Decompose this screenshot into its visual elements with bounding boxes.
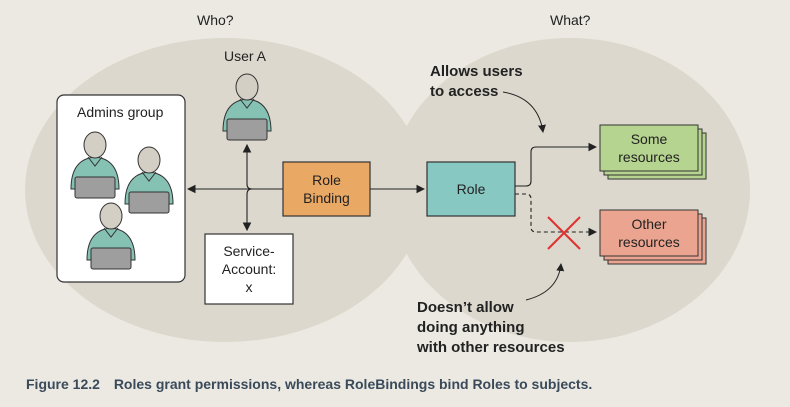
some-resources-label: Some resources — [618, 131, 680, 165]
person-icon — [70, 131, 120, 199]
denies-annotation: Doesn’t allow doing anything with other … — [417, 299, 565, 356]
deny-x-icon — [547, 216, 581, 250]
other-resources-label: Other resources — [618, 216, 680, 250]
role-box — [426, 161, 516, 217]
figure-caption: Figure 12.2 Roles grant permissions, whe… — [26, 376, 592, 392]
what-ellipse — [390, 38, 750, 342]
person-icon — [124, 146, 174, 214]
allows-annotation-arrow — [502, 91, 546, 133]
role-binding-box — [282, 161, 371, 217]
admins-group-label: Admins group — [77, 104, 164, 120]
what-header: What? — [550, 12, 591, 28]
diagram-canvas — [25, 38, 750, 342]
figure-caption-text: Roles grant permissions, whereas RoleBin… — [113, 376, 593, 392]
denies-annotation-arrow — [525, 263, 565, 301]
service-account-label: Service- Account: x — [221, 243, 277, 295]
user-a-icon — [222, 73, 272, 141]
some-resources-stack — [599, 124, 707, 180]
person-icon — [86, 202, 136, 270]
role-label: Role — [456, 181, 486, 197]
service-account-box — [204, 233, 294, 305]
who-header: Who? — [197, 12, 234, 28]
figure-number: Figure 12.2 — [26, 376, 100, 392]
allow-arrow — [515, 142, 598, 187]
role-binding-label: Role Binding — [303, 172, 350, 206]
other-resources-stack — [599, 209, 707, 265]
user-a-label: User A — [224, 48, 267, 64]
allows-annotation: Allows users to access — [430, 63, 523, 100]
